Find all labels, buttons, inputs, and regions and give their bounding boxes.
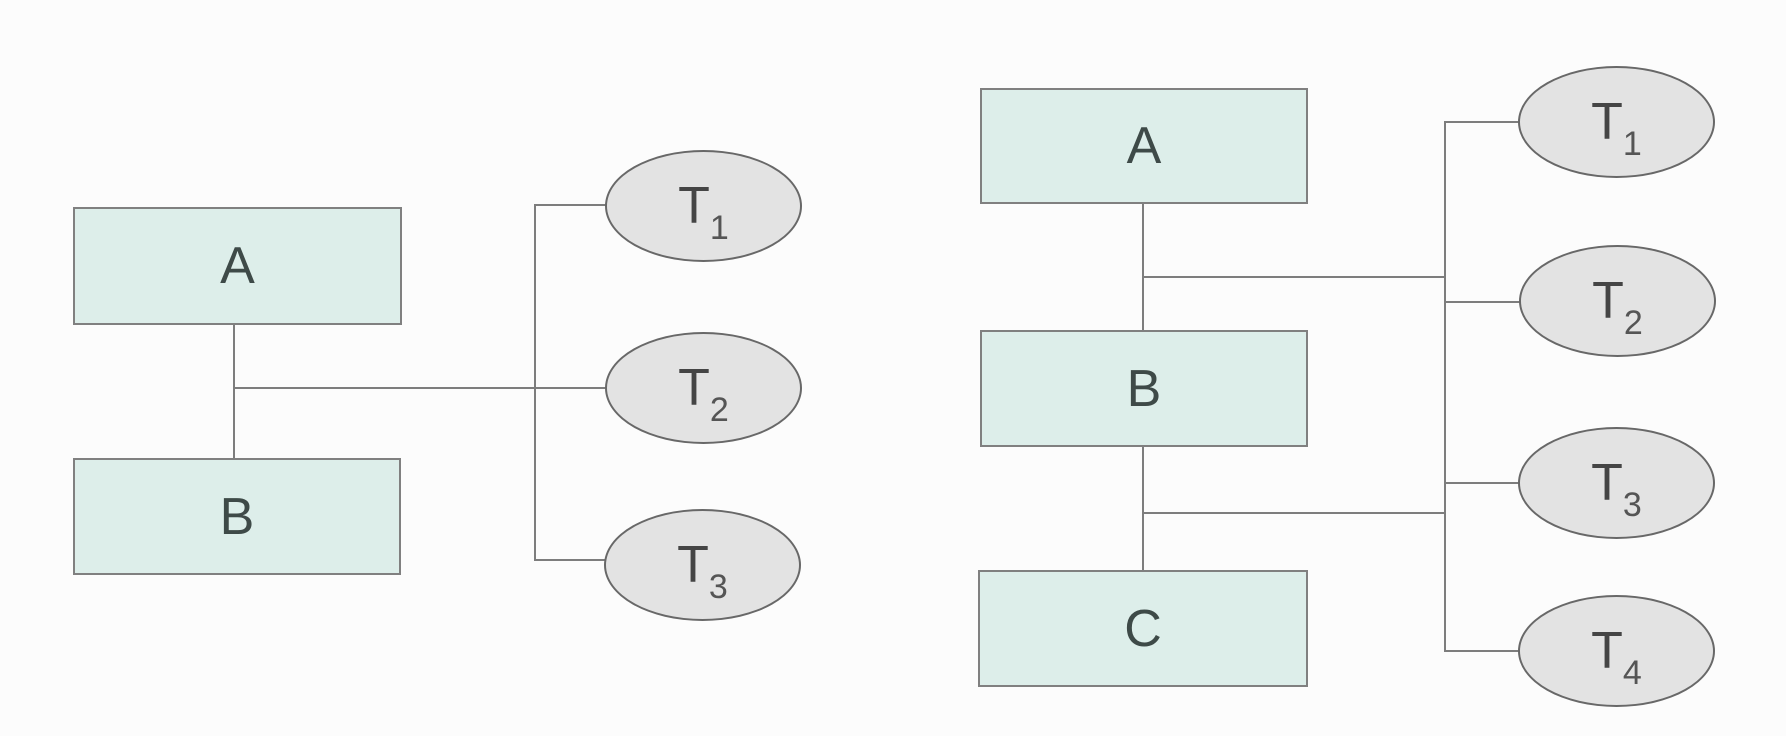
process-box-right-a-label: A [1126, 117, 1162, 175]
task-ellipse-right-t3-label: T [1591, 454, 1623, 512]
connector-right-branch-bc [1142, 512, 1446, 514]
connector-left-trunk [534, 204, 536, 561]
task-ellipse-left-t3-subscript: 3 [708, 568, 728, 606]
task-ellipse-left-t2-subscript: 2 [709, 391, 729, 429]
task-ellipse-left-t1-label: T [678, 177, 710, 235]
task-ellipse-right-t2-subscript: 2 [1623, 304, 1643, 342]
process-box-right-c-label: C [1124, 599, 1162, 658]
process-box-right-a: A [980, 88, 1308, 204]
process-box-left-a: A [73, 207, 402, 325]
process-box-right-b: B [980, 330, 1308, 447]
connector-left-branch [233, 387, 613, 389]
task-ellipse-right-t2-label: T [1592, 272, 1624, 330]
task-ellipse-right-t3-subscript: 3 [1622, 486, 1642, 524]
task-ellipse-left-t1-subscript: 1 [709, 209, 729, 247]
connector-left-a-b [233, 322, 235, 462]
task-ellipse-right-t4-label: T [1591, 622, 1623, 680]
connector-right-a-b [1142, 201, 1144, 333]
connector-right-stub-t2 [1444, 301, 1528, 303]
connector-right-branch-ab [1142, 276, 1446, 278]
process-box-right-b-label: B [1126, 359, 1162, 418]
task-ellipse-right-t1-subscript: 1 [1622, 125, 1642, 163]
process-box-left-a-label: A [220, 237, 255, 295]
task-ellipse-right-t4-subscript: 4 [1622, 654, 1642, 692]
process-box-right-c: C [978, 570, 1308, 687]
task-ellipse-left-t2-label: T [678, 359, 710, 417]
connector-right-stub-t3 [1444, 482, 1528, 484]
connector-right-stub-t1 [1444, 121, 1528, 123]
connector-right-b-c [1142, 444, 1144, 573]
connector-left-stub-t3 [534, 559, 614, 561]
process-box-left-b-label: B [219, 487, 255, 546]
task-ellipse-left-t3-label: T [677, 536, 709, 594]
connector-right-stub-t4 [1444, 650, 1528, 652]
task-ellipse-right-t1-label: T [1591, 93, 1623, 151]
process-box-left-b: B [73, 458, 401, 575]
connector-right-trunk [1444, 121, 1446, 652]
connector-left-stub-t1 [534, 204, 614, 206]
